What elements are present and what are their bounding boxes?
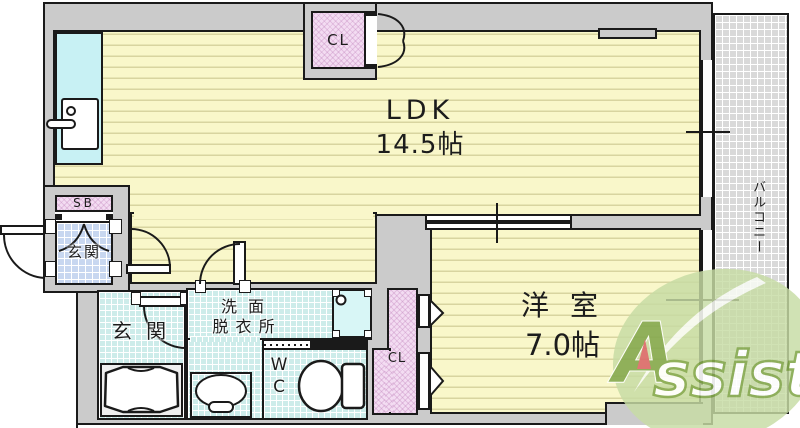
pan-corner-2 [364, 289, 372, 297]
room-ldk-floor-lower [130, 212, 377, 284]
label-balcony: バルコニー [747, 160, 767, 275]
door-post-4 [109, 261, 122, 277]
shoe-box-jamb-b [106, 214, 113, 220]
ldk-door-leaf [126, 264, 171, 274]
balcony-text: バルコニー [750, 180, 766, 255]
wc-accordion-door [262, 339, 312, 350]
closet-top-jamb-b [365, 64, 377, 69]
washroom-text-1: 洗 面 [220, 296, 268, 316]
entry-door-arc [2, 234, 46, 279]
label-ldk-size: 14.5帖 [330, 128, 510, 162]
label-wc-line2: C [268, 376, 290, 397]
closet-door-panel-bottom [418, 352, 430, 410]
door-post-1 [45, 219, 56, 234]
sliding-door-panel-lower [425, 222, 572, 230]
bathtub-frame [100, 363, 183, 417]
shoe-box: SB [55, 195, 113, 212]
washbasin-cabinet [190, 372, 252, 418]
shoe-box-jamb-a [55, 214, 62, 220]
closet-top-label: CL [327, 30, 350, 49]
wall-step [605, 402, 703, 425]
door-post-5 [131, 292, 141, 305]
washroom-door-leaf [233, 241, 246, 285]
pan-corner-3 [332, 330, 340, 338]
closet-top-jamb-a [365, 11, 377, 16]
wall-notch [598, 28, 657, 39]
pan-corner-4 [364, 330, 372, 338]
label-closet-bottom: CL [376, 350, 418, 368]
pan-corner-1 [332, 289, 340, 297]
label-washroom-line2: 脱 衣 所 [192, 317, 296, 336]
kitchen-faucet-handle [46, 119, 76, 129]
bathroom-text: 玄 関 [111, 319, 171, 343]
ldk-floor-seam [134, 210, 373, 220]
label-wc-line1: W [268, 354, 290, 375]
entrance-text: 玄関 [66, 242, 101, 261]
western-size-text: 7.0帖 [524, 328, 601, 363]
ldk-size-text: 14.5帖 [375, 129, 465, 160]
door-post-2 [109, 219, 122, 234]
door-post-7 [195, 280, 206, 293]
sliding-door-panel-upper [425, 214, 572, 222]
wc-wall-bar [310, 339, 368, 350]
closet-bottom-seam [385, 351, 393, 412]
label-washroom-line1: 洗 面 [196, 297, 292, 316]
door-post-3 [45, 261, 56, 277]
wc-text-1: W [270, 354, 288, 375]
shoe-box-opening [55, 212, 113, 221]
wc-text-2: C [273, 376, 285, 397]
label-western-size: 7.0帖 [470, 326, 655, 366]
label-entrance: 玄関 [53, 243, 115, 261]
exterior-cutout [0, 293, 78, 428]
ldk-name-text: LDK [385, 95, 455, 127]
room-ldk-floor [53, 30, 701, 216]
washroom-floor-seam [190, 336, 260, 342]
door-post-8 [239, 280, 251, 293]
western-name-text: 洋 室 [521, 288, 604, 322]
shoe-box-label: SB [73, 195, 95, 210]
label-western-room: 洋 室 [470, 288, 655, 324]
washroom-text-2: 脱 衣 所 [212, 316, 276, 336]
closet-bottom-text: CL [387, 350, 407, 366]
closet-door-panel-top [418, 294, 430, 328]
closet-top: CL [311, 11, 366, 69]
label-ldk: LDK [330, 95, 510, 127]
closet-top-opening [366, 13, 377, 67]
entry-door-leaf [0, 225, 45, 235]
label-bathroom: 玄 関 [95, 318, 187, 344]
